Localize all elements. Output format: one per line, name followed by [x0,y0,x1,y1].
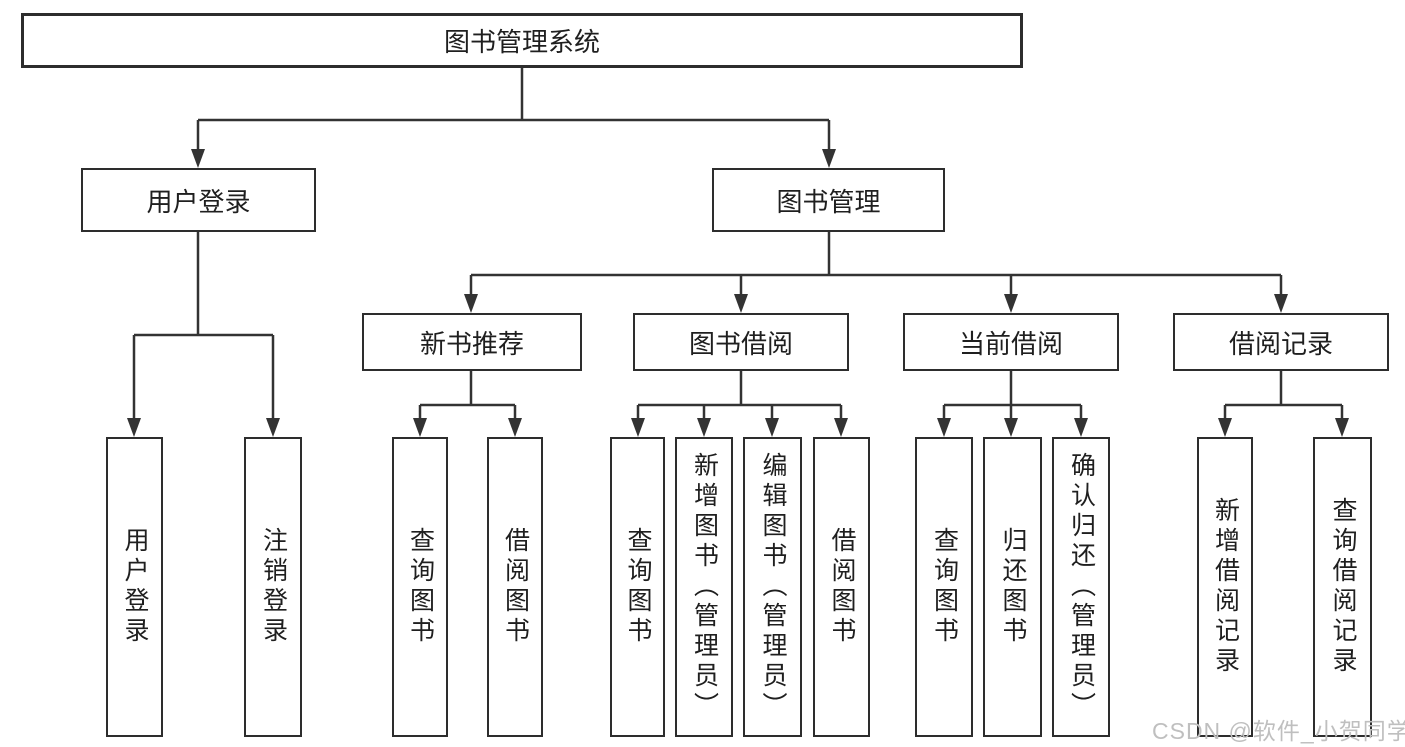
node-book-borrow-label: 图书借阅 [688,328,793,359]
node-book-borrow: 图书借阅 [633,313,849,371]
node-current-borrow: 当前借阅 [903,313,1119,371]
node-query-books-recommend-label: 查询图书 [406,527,435,647]
node-return-book: 归还图书 [983,437,1042,737]
node-borrow-books-leaf: 借阅图书 [813,437,870,737]
node-query-books-borrow-label: 查询图书 [624,527,652,647]
node-user-login-leaf-label: 用户登录 [121,527,149,647]
node-book-manage: 图书管理 [712,168,945,232]
node-borrow-books-recommend-label: 借阅图书 [501,527,530,647]
node-query-books-current: 查询图书 [915,437,973,737]
node-add-book-admin-label: 新增图书（管理员） [690,452,719,722]
node-query-books-current-label: 查询图书 [930,527,959,647]
node-logout-leaf: 注销登录 [244,437,302,737]
node-borrow-books-leaf-label: 借阅图书 [828,527,856,647]
node-logout-leaf-label: 注销登录 [259,527,288,647]
node-query-borrow-record: 查询借阅记录 [1313,437,1372,737]
node-confirm-return-admin: 确认归还（管理员） [1052,437,1110,737]
node-edit-book-admin: 编辑图书（管理员） [743,437,802,737]
node-new-book-recommend-label: 新书推荐 [419,328,524,359]
node-query-books-recommend: 查询图书 [392,437,448,737]
node-query-books-borrow: 查询图书 [610,437,665,737]
node-user-login-leaf: 用户登录 [106,437,163,737]
node-edit-book-admin-label: 编辑图书（管理员） [759,452,787,722]
node-add-borrow-record-label: 新增借阅记录 [1211,497,1240,677]
node-current-borrow-label: 当前借阅 [958,328,1063,359]
node-query-borrow-record-label: 查询借阅记录 [1329,497,1357,677]
node-add-book-admin: 新增图书（管理员） [675,437,733,737]
node-book-manage-label: 图书管理 [776,186,881,217]
node-borrow-records-label: 借阅记录 [1228,328,1333,359]
node-root: 图书管理系统 [21,13,1023,68]
node-user-login-label: 用户登录 [146,186,251,217]
node-return-book-label: 归还图书 [999,527,1027,647]
node-user-login: 用户登录 [81,168,316,232]
csdn-watermark: CSDN @软件_小贺同学 [1152,718,1405,744]
node-new-book-recommend: 新书推荐 [362,313,582,371]
node-add-borrow-record: 新增借阅记录 [1197,437,1253,737]
node-confirm-return-admin-label: 确认归还（管理员） [1067,452,1096,722]
arrowhead-icons [127,149,1349,437]
node-borrow-records: 借阅记录 [1173,313,1389,371]
node-root-label: 图书管理系统 [443,27,600,57]
node-borrow-books-recommend: 借阅图书 [487,437,543,737]
